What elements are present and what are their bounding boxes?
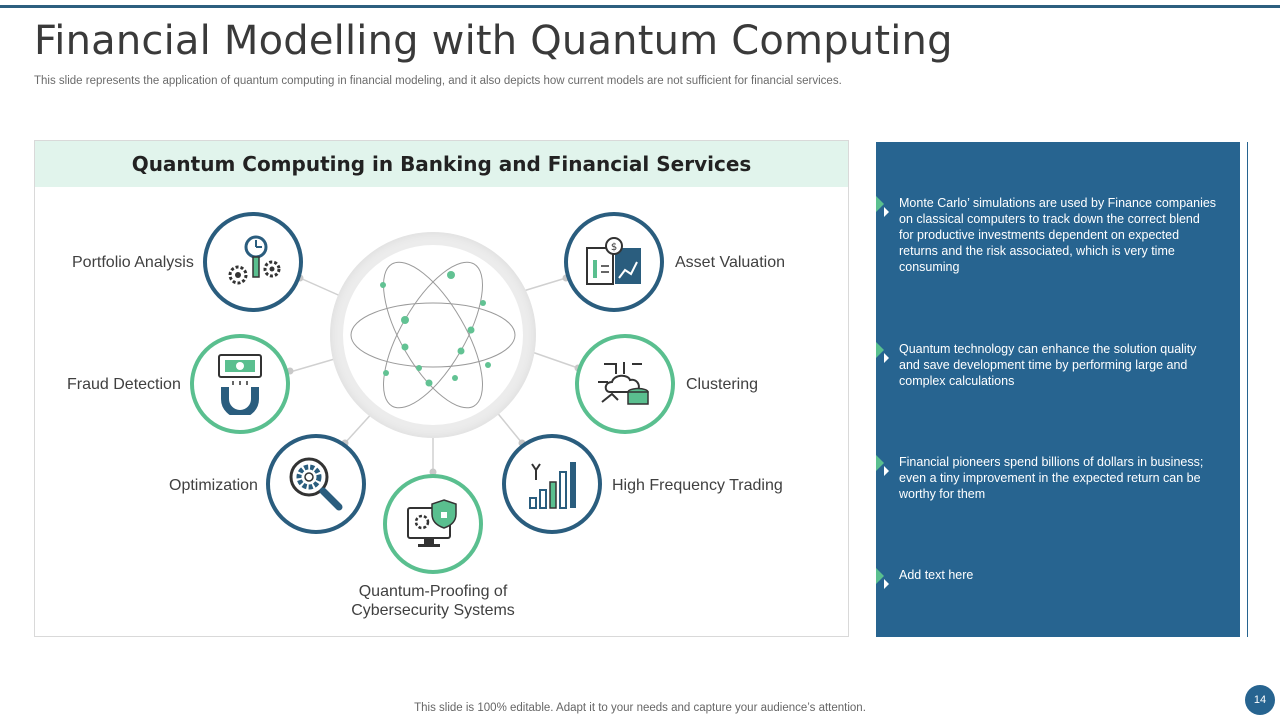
top-rule (0, 5, 1280, 8)
atom-icon (350, 261, 516, 409)
portfolio-analysis-circle (203, 212, 303, 312)
high-frequency-trading-circle (502, 434, 602, 534)
connector-hft (494, 409, 523, 444)
label-optimization: Optimization (169, 477, 258, 494)
svg-text:$: $ (611, 242, 617, 253)
bullet-arrow-icon (876, 568, 889, 589)
bar-chart-signal-icon (529, 462, 576, 509)
label-high-frequency-trading: High Frequency Trading (612, 477, 783, 494)
label-asset-valuation: Asset Valuation (675, 254, 785, 271)
page-number-badge: 14 (1245, 685, 1275, 715)
cloud-database-icon (598, 362, 649, 405)
portfolio-gears-icon (228, 235, 281, 285)
bullet-arrow-icon (876, 455, 889, 476)
asset-valuation-circle: $ (564, 212, 664, 312)
connector-clustering (531, 351, 579, 369)
connector-dot (429, 468, 437, 476)
optimization-circle (266, 434, 366, 534)
center-inner (343, 245, 523, 425)
bullet-arrow-icon (876, 196, 889, 217)
info-side-edge (1238, 142, 1248, 637)
footer-note: This slide is 100% editable. Adapt it to… (414, 702, 866, 714)
fraud-detection-circle (190, 334, 290, 434)
connector-fraud (289, 357, 339, 373)
label-cybersecurity: Quantum-Proofing of Cybersecurity System… (351, 583, 515, 619)
slide-title: Financial Modelling with Quantum Computi… (34, 18, 953, 64)
side-point-text: Add text here (899, 568, 974, 582)
slide-subtitle: This slide represents the application of… (34, 75, 842, 87)
info-side-panel (876, 142, 1238, 637)
label-fraud-detection: Fraud Detection (67, 376, 181, 393)
label-clustering: Clustering (686, 376, 759, 393)
side-point-text: Financial pioneers spend billions of dol… (899, 455, 1204, 501)
panel-heading: Quantum Computing in Banking and Financi… (35, 141, 848, 187)
bullet-arrow-icon (876, 342, 889, 363)
connector-asset (519, 277, 567, 293)
asset-report-icon: $ (586, 237, 641, 285)
secure-monitor-icon (407, 499, 457, 547)
gear-magnifier-icon (289, 457, 343, 511)
cybersecurity-circle (383, 474, 483, 574)
clustering-circle (575, 334, 675, 434)
label-portfolio-analysis: Portfolio Analysis (72, 254, 194, 271)
money-magnet-icon (218, 354, 262, 415)
side-point-text: Monte Carlo’ simulations are used by Fin… (899, 196, 1217, 274)
side-point-text: Quantum technology can enhance the solut… (899, 342, 1197, 388)
services-panel: Quantum Computing in Banking and Financi… (34, 140, 849, 637)
